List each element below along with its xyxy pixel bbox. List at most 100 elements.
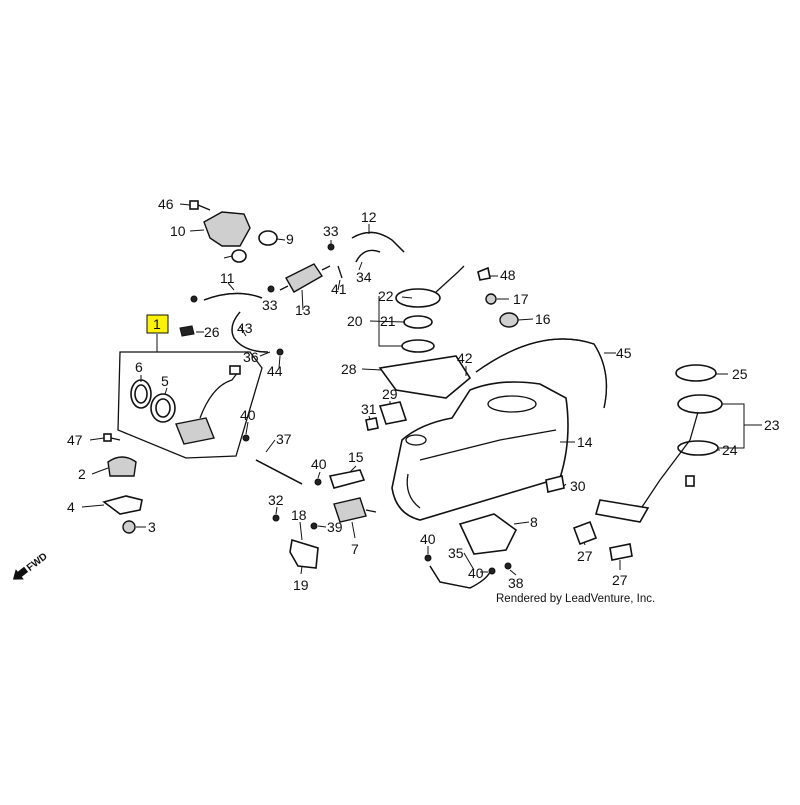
callout-label[interactable]: 35 <box>448 545 464 561</box>
fuel-pump-assembly-outline <box>117 351 263 459</box>
callout-label[interactable]: 13 <box>295 302 311 318</box>
callout-label[interactable]: 28 <box>341 361 357 377</box>
callout-label[interactable]: 45 <box>616 345 632 361</box>
callout-label[interactable]: 2 <box>78 466 86 482</box>
callout-label[interactable]: 12 <box>361 209 377 225</box>
callout-1-highlight[interactable] <box>146 314 169 334</box>
callout-label[interactable]: 47 <box>67 432 83 448</box>
callout-label[interactable]: 19 <box>293 577 309 593</box>
nut-3 <box>122 520 136 534</box>
callout-label[interactable]: 4 <box>67 499 75 515</box>
fuel-pump-body <box>175 365 241 445</box>
callout-label[interactable]: 30 <box>570 478 586 494</box>
hose-12 <box>351 231 405 253</box>
callout-label[interactable]: 1 <box>153 316 161 332</box>
bolt-46 <box>189 200 211 211</box>
callout-label[interactable]: 8 <box>530 514 538 530</box>
clip-40c <box>424 554 432 562</box>
callout-label[interactable]: 40 <box>240 407 256 423</box>
leader-lines <box>81 203 762 576</box>
callout-label[interactable]: 40 <box>420 531 436 547</box>
callout-label[interactable]: 32 <box>268 492 284 508</box>
clip-40d <box>488 567 496 575</box>
pump-ring-5 <box>150 393 176 423</box>
clip-33c <box>267 285 275 293</box>
fuel-filter-13 <box>279 263 331 293</box>
callout-label[interactable]: 27 <box>612 572 628 588</box>
callout-label[interactable]: 40 <box>311 456 327 472</box>
parts-artwork <box>102 200 723 589</box>
callout-label[interactable]: 34 <box>356 269 372 285</box>
clip-40a <box>242 434 250 442</box>
bracket-10 <box>203 211 251 247</box>
callout-label[interactable]: 3 <box>148 519 156 535</box>
pad-27a <box>572 520 598 546</box>
callout-label[interactable]: 10 <box>170 223 186 239</box>
clip-26 <box>179 325 195 337</box>
fuel-cock-7 <box>333 497 377 523</box>
float-pad <box>594 499 650 523</box>
callout-label[interactable]: 9 <box>286 231 294 247</box>
callout-label[interactable]: 38 <box>508 575 524 591</box>
callout-label[interactable]: 36 <box>243 349 259 365</box>
callout-label[interactable]: 39 <box>327 519 343 535</box>
callout-labels: 46 10 9 12 33 33 11 34 41 48 17 22 13 21… <box>67 196 780 593</box>
callout-label[interactable]: 26 <box>204 324 220 340</box>
fwd-arrow-icon <box>12 566 29 580</box>
clip-44 <box>276 348 284 356</box>
washer-17 <box>485 293 497 305</box>
strap-2 <box>107 456 137 477</box>
fwd-indicator: FWD <box>12 551 50 580</box>
clip-38 <box>504 562 512 570</box>
callout-label[interactable]: 48 <box>500 267 516 283</box>
bolt-47 <box>103 433 121 442</box>
callout-label[interactable]: 41 <box>331 281 347 297</box>
callout-label[interactable]: 44 <box>267 363 283 379</box>
callout-label[interactable]: 18 <box>291 507 307 523</box>
callout-label[interactable]: 22 <box>378 288 394 304</box>
callout-label[interactable]: 16 <box>535 311 551 327</box>
callout-label[interactable]: 33 <box>323 223 339 239</box>
callout-label[interactable]: 6 <box>135 359 143 375</box>
callout-label[interactable]: 37 <box>276 431 292 447</box>
bracket-8 <box>458 513 518 555</box>
callout-label[interactable]: 5 <box>161 373 169 389</box>
label-30 <box>545 475 565 493</box>
clip-33b <box>190 295 198 303</box>
callout-label[interactable]: 40 <box>468 565 484 581</box>
callout-label[interactable]: 23 <box>764 417 780 433</box>
callout-label[interactable]: 24 <box>722 442 738 458</box>
callout-label[interactable]: 14 <box>577 434 593 450</box>
vent-41 <box>337 265 343 279</box>
callout-label[interactable]: 17 <box>513 291 529 307</box>
gasket-31 <box>365 417 379 431</box>
filler-cap-22 <box>395 265 465 353</box>
callout-label[interactable]: 27 <box>577 548 593 564</box>
callout-label[interactable]: 31 <box>361 401 377 417</box>
clip-39 <box>310 522 318 530</box>
pump-ring-6 <box>130 379 152 409</box>
callout-label[interactable]: 20 <box>347 313 363 329</box>
callout-label[interactable]: 21 <box>380 313 396 329</box>
bracket-19 <box>289 538 319 569</box>
tray-28 <box>378 355 472 399</box>
callout-label[interactable]: 25 <box>732 366 748 382</box>
pad-27b <box>609 543 633 561</box>
callout-label[interactable]: 42 <box>457 350 473 366</box>
bracket-15 <box>328 469 366 489</box>
callout-label[interactable]: 46 <box>158 196 174 212</box>
gasket-25 <box>675 364 717 382</box>
cap-16 <box>499 312 519 328</box>
callout-label[interactable]: 7 <box>351 541 359 557</box>
clip-33a <box>327 243 335 251</box>
bolt-32 <box>272 514 280 522</box>
clip-40b <box>314 478 322 486</box>
callout-label[interactable]: 15 <box>348 449 364 465</box>
callout-label[interactable]: 11 <box>220 270 235 286</box>
callout-label[interactable]: 43 <box>237 320 253 336</box>
callout-label[interactable]: 33 <box>262 297 278 313</box>
callout-label[interactable]: 29 <box>382 386 398 402</box>
bolt-48 <box>477 266 491 281</box>
